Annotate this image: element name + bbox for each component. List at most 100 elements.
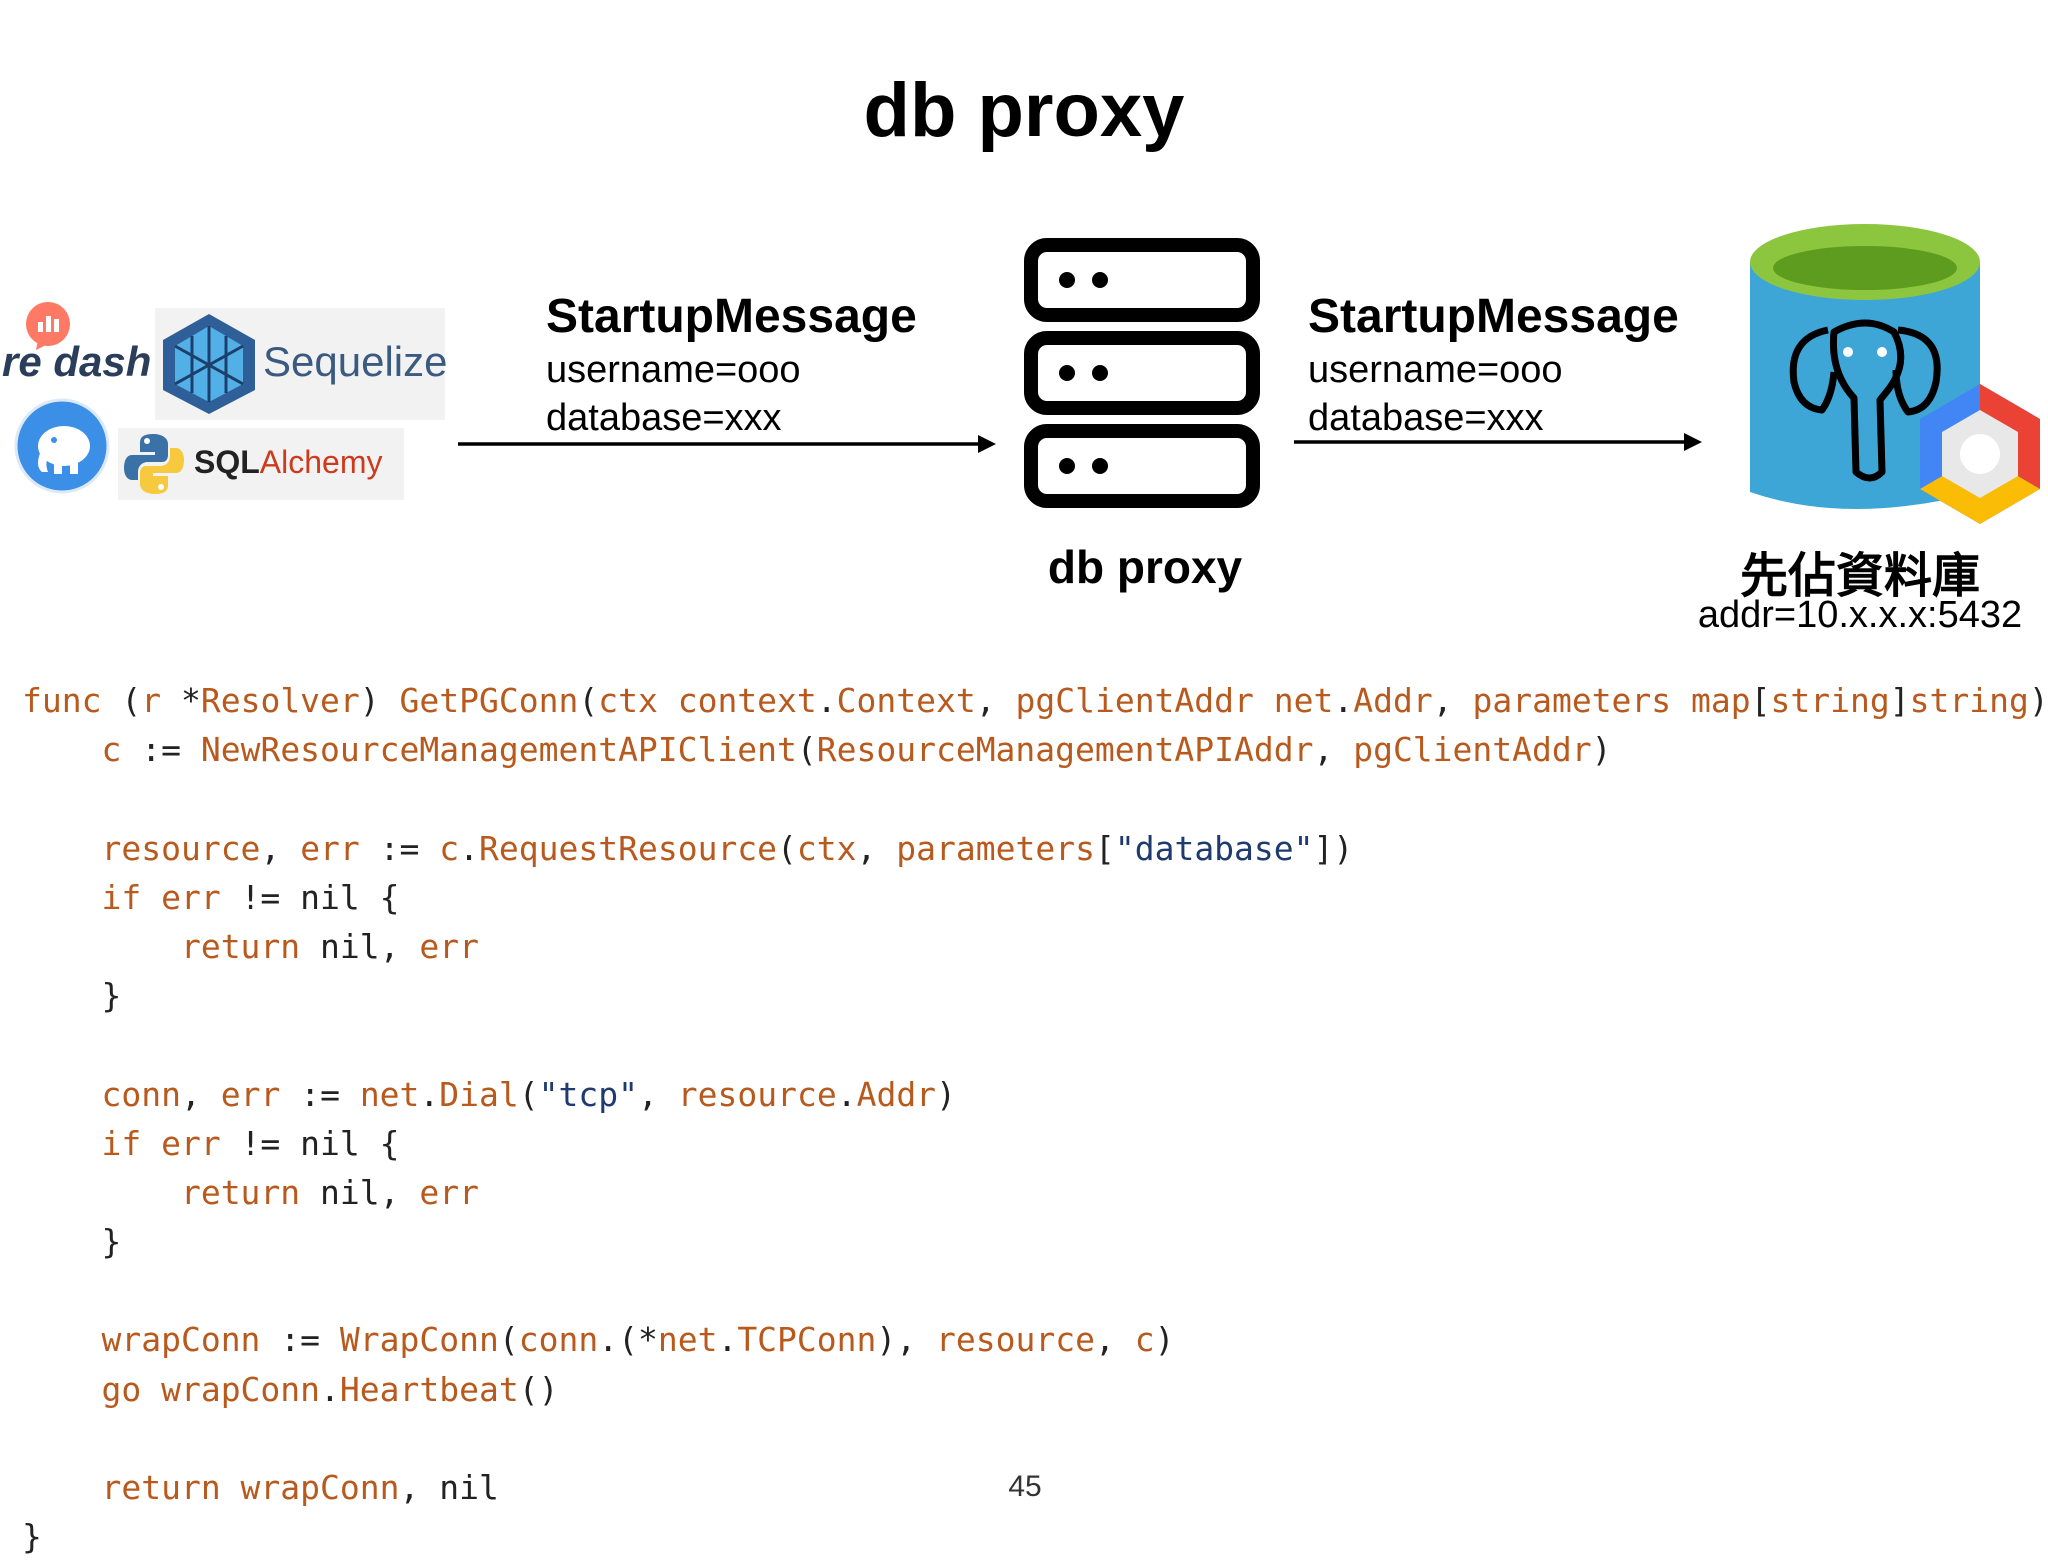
code-token: :=	[141, 730, 201, 770]
code-token: conn	[518, 1320, 599, 1360]
code-token: func	[22, 681, 122, 720]
code-token: string	[1909, 681, 2029, 720]
code-token: (	[518, 1074, 539, 1114]
code-token: ,	[1313, 730, 1354, 770]
redash-logo: re dash	[2, 300, 152, 390]
code-line: go wrapConn.Heartbeat()	[22, 1365, 2048, 1414]
code-token: WrapConn	[339, 1320, 499, 1360]
code-token: if err	[101, 1123, 241, 1163]
code-token	[22, 878, 101, 917]
code-token: RequestResource	[479, 828, 778, 868]
sequelize-cube-icon	[163, 314, 255, 414]
code-token: ,	[638, 1074, 678, 1114]
code-token: (	[796, 730, 817, 770]
code-token: (	[578, 681, 599, 720]
code-token	[22, 1075, 101, 1114]
server-icon	[1024, 238, 1260, 508]
code-token: resource	[677, 1074, 837, 1114]
sequelize-logo: Sequelize	[155, 308, 448, 420]
code-token: pgClientAddr	[1353, 730, 1592, 770]
code-token: , nil	[399, 1468, 499, 1507]
code-token: parameters map	[1472, 681, 1751, 720]
startup-message-left-username: username=ooo	[546, 349, 801, 391]
code-token: )	[1591, 730, 1612, 770]
sqlalchemy-alchemy: Alchemy	[259, 444, 383, 480]
code-token: }	[22, 1517, 42, 1557]
startup-message-right-database: database=xxx	[1308, 397, 1544, 439]
code-token: ),	[876, 1320, 936, 1360]
code-line: conn, err := net.Dial("tcp", resource.Ad…	[22, 1070, 2048, 1119]
code-token: ,	[180, 1074, 221, 1114]
startup-message-left-database: database=xxx	[546, 397, 782, 439]
code-token: err	[419, 926, 479, 966]
code-token: .	[816, 681, 837, 720]
code-line: if err != nil {	[22, 1119, 2048, 1168]
code-token: ,	[1094, 1320, 1135, 1360]
code-token: ,	[975, 681, 1016, 720]
code-token: nil,	[320, 1172, 420, 1212]
code-token: :=	[280, 1320, 340, 1360]
code-token: "tcp"	[538, 1074, 638, 1114]
startup-message-right-username: username=ooo	[1308, 349, 1563, 391]
code-token	[22, 1173, 181, 1212]
code-token	[22, 1370, 101, 1409]
python-icon	[124, 434, 184, 494]
page-number: 45	[1008, 1470, 1042, 1503]
code-token: pgClientAddr net	[1015, 681, 1334, 720]
code-token: )	[1154, 1320, 1175, 1360]
code-token: )	[2028, 681, 2048, 720]
startup-message-right-heading: StartupMessage	[1308, 290, 1679, 343]
code-token: ,	[1432, 681, 1473, 720]
code-token: != nil {	[240, 1123, 400, 1163]
code-token: if err	[101, 877, 241, 917]
code-token: .	[320, 1369, 340, 1409]
code-token: Heartbeat	[339, 1369, 519, 1409]
code-token: .	[717, 1320, 738, 1360]
code-token: nil,	[320, 926, 420, 966]
code-token: Addr	[856, 1074, 937, 1114]
code-token: (	[498, 1320, 519, 1360]
proxy-label: db proxy	[1047, 541, 1243, 593]
code-line: return nil, err	[22, 922, 2048, 971]
startup-message-right: StartupMessage username=ooo database=xxx	[1308, 288, 1679, 442]
code-token: parameters	[896, 828, 1095, 868]
code-token	[22, 829, 101, 868]
code-token: .	[1333, 681, 1354, 720]
code-token: resource	[936, 1320, 1095, 1360]
code-token: ()	[518, 1369, 559, 1409]
code-token: c	[439, 828, 460, 868]
database-address: addr=10.x.x.x:5432	[1697, 594, 2023, 636]
redash-wordmark: re dash	[2, 338, 152, 385]
code-token	[22, 1468, 101, 1507]
code-token: [	[1750, 681, 1771, 720]
code-token: wrapConn	[101, 1320, 281, 1360]
code-line: wrapConn := WrapConn(conn.(*net.TCPConn)…	[22, 1315, 2048, 1364]
code-token: err	[220, 1074, 301, 1114]
code-token: Dial	[439, 1074, 519, 1114]
sqlalchemy-sql: SQL	[194, 444, 260, 480]
code-token: }	[22, 1222, 122, 1262]
code-token: err	[419, 1172, 479, 1212]
code-line: c := NewResourceManagementAPIClient(Reso…	[22, 725, 2048, 774]
code-block: func (r *Resolver) GetPGConn(ctx context…	[22, 676, 2048, 1561]
code-line: resource, err := c.RequestResource(ctx, …	[22, 824, 2048, 873]
startup-message-left-heading: StartupMessage	[546, 290, 917, 343]
code-token: resource	[101, 828, 261, 868]
sequelize-wordmark: Sequelize	[263, 338, 448, 385]
code-token: :=	[379, 828, 440, 868]
arrow-client-to-proxy	[458, 435, 996, 453]
code-token: ,	[260, 828, 301, 868]
sqlalchemy-wordmark: SQLAlchemy	[194, 444, 382, 481]
code-token: Resolver	[200, 681, 360, 720]
code-line: if err != nil {	[22, 873, 2048, 922]
code-line: }	[22, 1217, 2048, 1266]
code-token	[22, 1124, 101, 1163]
code-token: [	[1094, 828, 1115, 868]
sqlalchemy-logo: SQLAlchemy	[118, 428, 404, 500]
code-line: func (r *Resolver) GetPGConn(ctx context…	[22, 676, 2048, 725]
arrow-proxy-to-db	[1294, 433, 1702, 451]
code-line	[22, 1020, 2048, 1069]
code-token: }	[22, 976, 122, 1016]
code-token: ctx	[796, 828, 857, 868]
code-token: ResourceManagementAPIAddr	[816, 730, 1314, 770]
